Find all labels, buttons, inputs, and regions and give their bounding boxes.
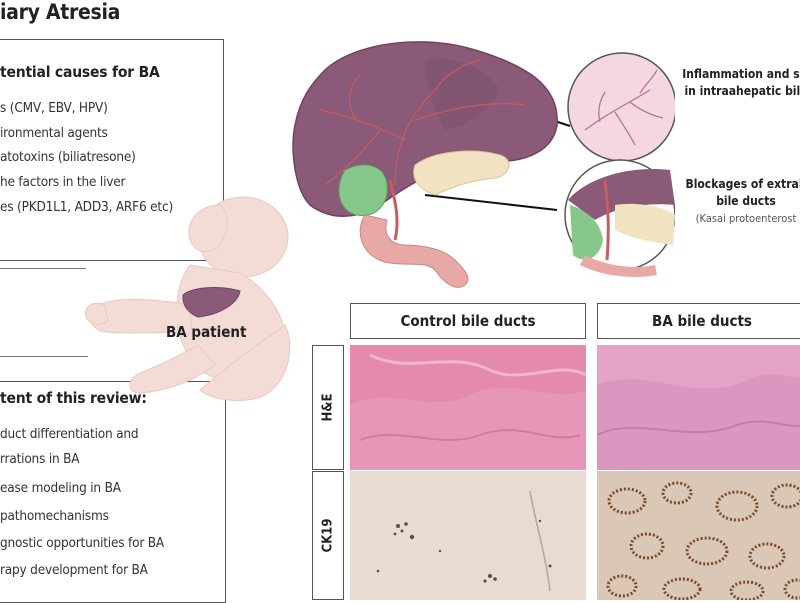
row-label-text: H&E bbox=[320, 393, 336, 422]
ck19-ba-image bbox=[597, 471, 800, 600]
liver-anatomy-illustration bbox=[292, 41, 675, 288]
ck19-control-image bbox=[350, 471, 586, 600]
cause-item: atotoxins (biliatresone) bbox=[0, 149, 136, 165]
divider bbox=[0, 268, 86, 269]
callout-line: in intraahepatic bile bbox=[684, 84, 800, 98]
review-item: gnostic opportunities for BA bbox=[0, 535, 165, 551]
callout-line: Inflammation and scl bbox=[682, 67, 800, 81]
callout-line: Blockages of extrah bbox=[685, 177, 800, 191]
he-ba-image bbox=[597, 345, 800, 470]
column-header-ba: BA bile ducts bbox=[597, 303, 800, 339]
review-item: duct differentiation and bbox=[0, 426, 139, 442]
row-label-text: CK19 bbox=[320, 518, 336, 553]
inflammation-callout: Inflammation and scl in intraahepatic bi… bbox=[676, 66, 800, 100]
review-item: pathomechanisms bbox=[0, 508, 109, 524]
patient-label: BA patient bbox=[166, 323, 247, 341]
review-item: ease modeling in BA bbox=[0, 480, 121, 496]
review-item: rrations in BA bbox=[0, 451, 80, 467]
cause-item: es (PKD1L1, ADD3, ARF6 etc) bbox=[0, 199, 173, 215]
baby-liver-icon bbox=[182, 287, 241, 318]
callout-subtext: (Kasai protoenterost bbox=[695, 212, 797, 225]
causes-heading: tential causes for BA bbox=[0, 63, 160, 81]
column-header-control: Control bile ducts bbox=[350, 303, 586, 339]
review-item: rapy development for BA bbox=[0, 562, 148, 578]
row-label-he: H&E bbox=[312, 345, 344, 470]
cause-item: s (CMV, EBV, HPV) bbox=[0, 100, 108, 116]
baby-illustration bbox=[84, 196, 291, 401]
review-content-panel bbox=[0, 381, 226, 603]
callout-line: bile ducts bbox=[716, 194, 776, 208]
cause-item: he factors in the liver bbox=[0, 174, 126, 190]
cause-item: ironmental agents bbox=[0, 125, 108, 141]
review-content-heading: tent of this review: bbox=[0, 389, 147, 407]
he-control-image bbox=[350, 345, 586, 470]
row-label-ck19: CK19 bbox=[312, 471, 344, 600]
divider bbox=[0, 356, 88, 357]
blockage-callout: Blockages of extrah bile ducts (Kasai pr… bbox=[676, 176, 800, 227]
causes-panel bbox=[0, 39, 224, 261]
page-title: iary Atresia bbox=[0, 0, 121, 24]
